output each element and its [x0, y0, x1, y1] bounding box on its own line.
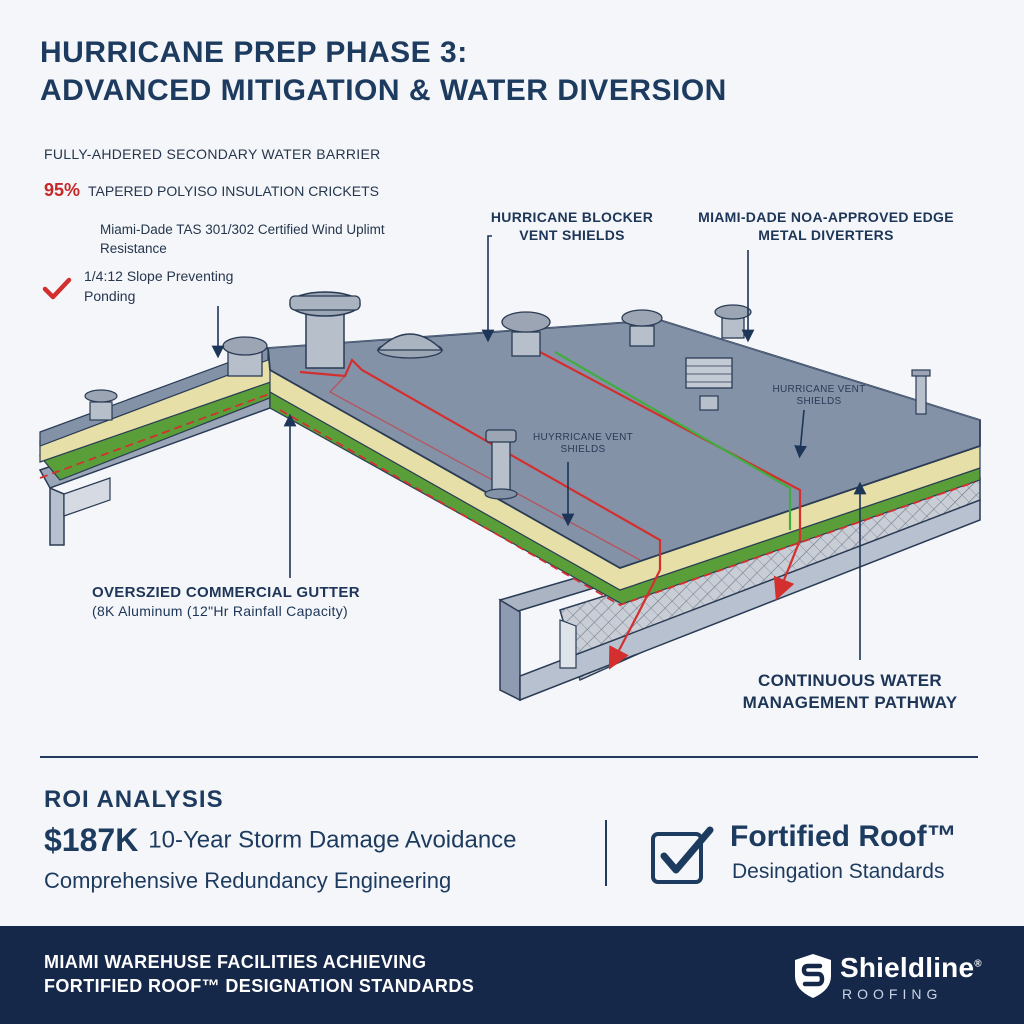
left-slope-layers [38, 347, 292, 481]
footer-line-1: MIAMI WAREHUSE FACILITIES ACHIEVING [44, 952, 427, 972]
pipe-vent-icon [911, 369, 931, 415]
page-title: HURRICANE PREP PHASE 3: ADVANCED MITIGAT… [40, 34, 1000, 110]
vent-icon [501, 311, 551, 357]
roi-amount-desc: 10-Year Storm Damage Avoidance [148, 826, 517, 854]
hvac-unit-icon [685, 357, 733, 411]
water-pathway-red [299, 351, 802, 670]
brand-name: Shieldline® [840, 952, 982, 983]
vertical-separator [605, 820, 607, 886]
feature-polyiso: 95% TAPERED POLYISO INSULATION CRICKETS [44, 180, 379, 201]
water-pathway-green [554, 351, 792, 530]
callout-edge-metal-diverters: MIAMI-DADE NOA-APPROVED EDGE METAL DIVER… [698, 209, 954, 243]
shield-logo-icon [795, 954, 831, 998]
vent-icon [84, 389, 118, 421]
roi-amount: $187K [44, 822, 139, 858]
feature-polyiso-text: TAPERED POLYISO INSULATION CRICKETS [88, 183, 379, 199]
leader-lines [211, 235, 867, 660]
pipe-vent-icon [484, 429, 518, 500]
vent-icon [621, 309, 663, 347]
brand-subtitle: ROOFING [842, 986, 943, 1002]
vent-icon [222, 336, 268, 377]
vent-icon [714, 304, 752, 339]
vent-icon [376, 333, 444, 359]
vent-icon [289, 291, 361, 369]
callout-blocker-vent-shields: HURRICANE BLOCKER VENT SHIELDS [490, 209, 654, 243]
fortified-subtitle: Desingation Standards [732, 860, 945, 883]
title-line-2: ADVANCED MITIGATION & WATER DIVERSION [40, 74, 727, 107]
roi-subtitle: Comprehensive Redundancy Engineering [44, 868, 452, 893]
feature-wind-uplift: Miami-Dade TAS 301/302 Certified Wind Up… [100, 222, 385, 256]
footer-banner: MIAMI WAREHUSE FACILITIES ACHIEVING FORT… [0, 926, 1024, 1024]
feature-secondary-barrier: FULLY-AHDERED SECONDARY WATER BARRIER [44, 146, 381, 162]
roi-heading: ROI ANALYSIS [44, 786, 224, 813]
callout-water-pathway: CONTINUOUS WATER MANAGEMENT PATHWAY [742, 671, 958, 712]
brand-logo: Shieldline® ROOFING [792, 946, 1002, 1010]
footer-text: MIAMI WAREHUSE FACILITIES ACHIEVING FORT… [44, 950, 474, 998]
fortified-title: Fortified Roof™ [730, 820, 957, 853]
check-icon [42, 277, 72, 300]
check-icon [651, 826, 714, 884]
section-divider [40, 756, 978, 758]
roi-amount-line: $187K 10-Year Storm Damage Avoidance [44, 822, 517, 859]
mini-label-vent-shields-2: HURRICANE VENT SHIELDS [772, 384, 866, 407]
footer-line-2: FORTIFIED ROOF™ DESIGNATION STANDARDS [44, 976, 475, 996]
gutter-subtitle: (8K Aluminum (12"Hr Rainfall Capacity) [92, 603, 349, 619]
title-line-1: HURRICANE PREP PHASE 3: [40, 36, 468, 69]
feature-percent: 95% [44, 180, 81, 200]
feature-slope: 1/4:12 Slope Preventing Ponding [84, 268, 234, 304]
gutter-title: OVERSZIED COMMERCIAL GUTTER [92, 584, 360, 601]
callout-commercial-gutter: OVERSZIED COMMERCIAL GUTTER (8K Aluminum… [92, 584, 432, 620]
mini-label-vent-shields-1: HUYRRICANE VENT SHIELDS [532, 432, 634, 455]
